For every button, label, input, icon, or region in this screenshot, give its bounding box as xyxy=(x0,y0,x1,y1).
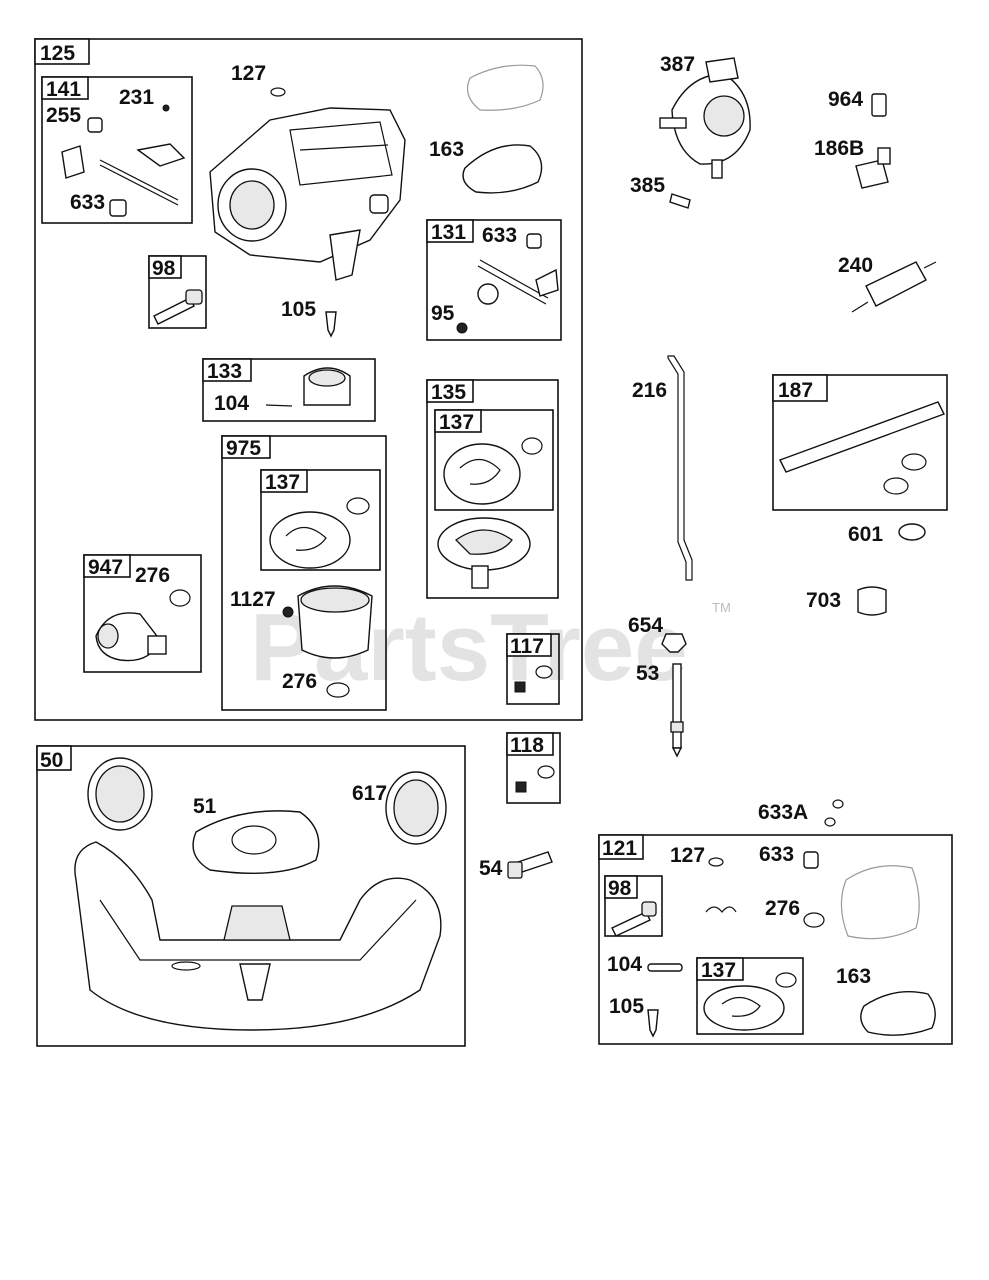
label-163: 163 xyxy=(429,138,464,161)
fuel-pump-387 xyxy=(659,57,751,179)
label-654: 654 xyxy=(628,614,663,637)
label-633: 633 xyxy=(759,843,794,866)
label-1127: 1127 xyxy=(230,588,276,611)
group-125: 125 xyxy=(34,38,583,721)
label-276: 276 xyxy=(765,897,800,920)
box-label-137: 137 xyxy=(439,411,474,434)
label-105: 105 xyxy=(281,298,316,321)
label-54: 54 xyxy=(479,857,503,880)
spacer-964 xyxy=(871,93,887,117)
box-label-135: 135 xyxy=(431,381,466,404)
box-label-137: 137 xyxy=(265,471,300,494)
label-51: 51 xyxy=(193,795,217,818)
group-135: 135 137 xyxy=(426,379,559,599)
gasket-163 xyxy=(462,144,543,194)
label-276: 276 xyxy=(282,670,317,693)
label-105: 105 xyxy=(609,995,644,1018)
box-label-98: 98 xyxy=(608,877,632,900)
carburetor-body xyxy=(209,107,406,281)
group-131: 131 633 95 xyxy=(426,219,562,341)
box-label-187: 187 xyxy=(778,379,813,402)
label-385: 385 xyxy=(630,174,665,197)
box-label-121: 121 xyxy=(602,837,637,860)
label-104: 104 xyxy=(607,953,642,976)
box-label-117: 117 xyxy=(510,635,544,658)
group-975: 975 137 1127 276 xyxy=(221,435,387,711)
box-label-98: 98 xyxy=(152,257,176,280)
group-947: 947 276 xyxy=(83,554,202,673)
group-141: 141 231 255 633 xyxy=(41,76,193,224)
group-50: 50 51 617 xyxy=(36,745,466,1047)
box-label-137: 137 xyxy=(701,959,736,982)
clamp-601 xyxy=(898,523,926,541)
box-label-141: 141 xyxy=(46,78,81,101)
label-276: 276 xyxy=(135,564,170,587)
group-187: 187 xyxy=(772,374,948,511)
label-240: 240 xyxy=(838,254,873,277)
intake-manifold xyxy=(74,757,447,1031)
box-label-133: 133 xyxy=(207,360,242,383)
group-121: 121 127 633 276 98 104 105 137 163 xyxy=(598,834,953,1045)
label-617: 617 xyxy=(352,782,387,805)
box-label-975: 975 xyxy=(226,437,261,460)
rod-216 xyxy=(667,355,693,581)
label-964: 964 xyxy=(828,88,863,111)
group-133: 133 104 xyxy=(202,358,376,422)
label-703: 703 xyxy=(806,589,841,612)
box-label-50: 50 xyxy=(40,749,63,772)
fitting-186b xyxy=(855,147,891,189)
throttle-shaft-part xyxy=(61,104,186,217)
nut-654 xyxy=(661,633,687,653)
watermark-tm: TM xyxy=(712,600,731,615)
group-98: 98 xyxy=(148,255,207,329)
label-216: 216 xyxy=(632,379,667,402)
label-95: 95 xyxy=(431,302,455,325)
box-label-131: 131 xyxy=(431,221,466,244)
gasket-light xyxy=(467,64,544,111)
label-387: 387 xyxy=(660,53,695,76)
label-53: 53 xyxy=(636,662,659,685)
group-117: 117 xyxy=(506,633,560,705)
label-186b: 186B xyxy=(814,137,864,160)
label-601: 601 xyxy=(848,523,883,546)
group-118: 118 xyxy=(506,732,561,804)
label-127: 127 xyxy=(231,62,266,85)
label-104: 104 xyxy=(214,392,249,415)
label-231: 231 xyxy=(119,86,154,109)
fuel-filter-240 xyxy=(851,261,937,313)
label-127: 127 xyxy=(670,844,705,867)
stud-53 xyxy=(670,663,684,758)
label-163: 163 xyxy=(836,965,871,988)
box-label-118: 118 xyxy=(510,734,544,757)
box-label-947: 947 xyxy=(88,556,123,579)
label-255: 255 xyxy=(46,104,81,127)
label-633: 633 xyxy=(70,191,105,214)
screw-385 xyxy=(669,193,691,209)
label-633a: 633A xyxy=(758,801,808,824)
label-633: 633 xyxy=(482,224,517,247)
box-label-125: 125 xyxy=(40,42,75,65)
clamp-703 xyxy=(857,586,887,616)
needle-105 xyxy=(325,311,337,338)
